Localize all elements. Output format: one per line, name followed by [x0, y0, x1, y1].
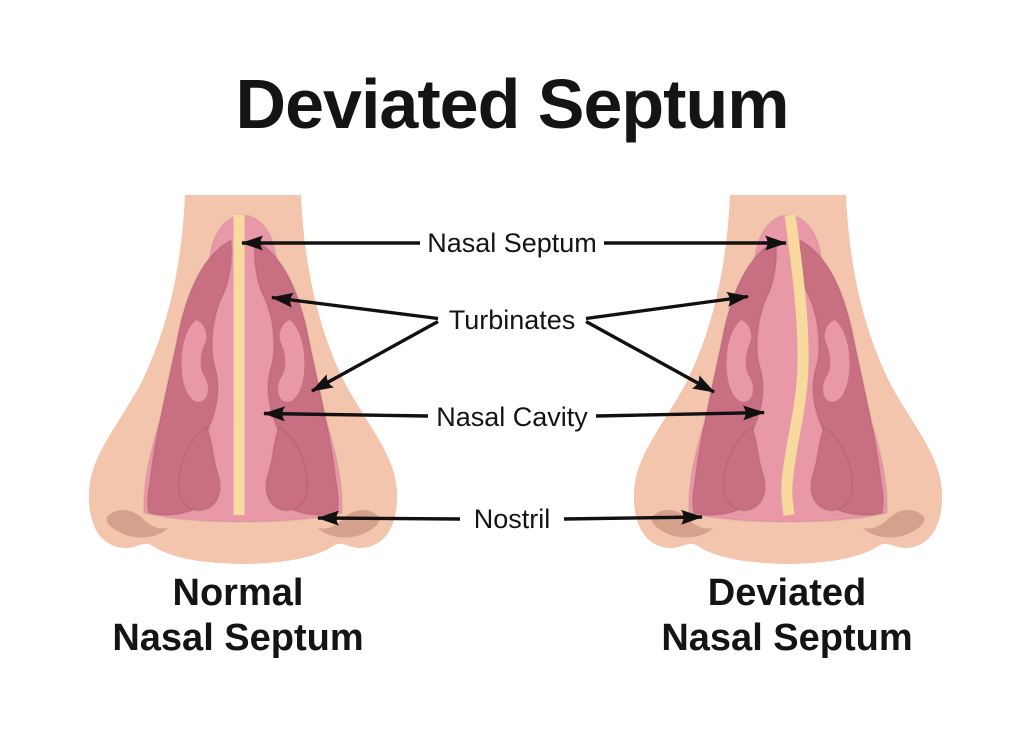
caption-normal-line1: Normal — [172, 572, 304, 614]
caption-normal-nasal-septum: Normal Nasal Septum — [112, 571, 363, 661]
caption-deviated-line1: Deviated — [707, 572, 867, 614]
caption-normal-line2: Nasal Septum — [112, 617, 364, 659]
label-nasal-cavity: Nasal Cavity — [430, 402, 594, 432]
label-nasal-septum: Nasal Septum — [421, 228, 603, 258]
caption-deviated-nasal-septum: Deviated Nasal Septum — [661, 571, 912, 661]
deviated-septum-line — [781, 214, 809, 516]
label-turbinates: Turbinates — [442, 305, 582, 335]
deviated-nose-illustration — [633, 195, 943, 564]
caption-deviated-line2: Nasal Septum — [661, 617, 913, 659]
page-title: Deviated Septum — [235, 65, 790, 143]
label-nostril: Nostril — [467, 504, 557, 534]
normal-nose-illustration — [88, 195, 398, 564]
